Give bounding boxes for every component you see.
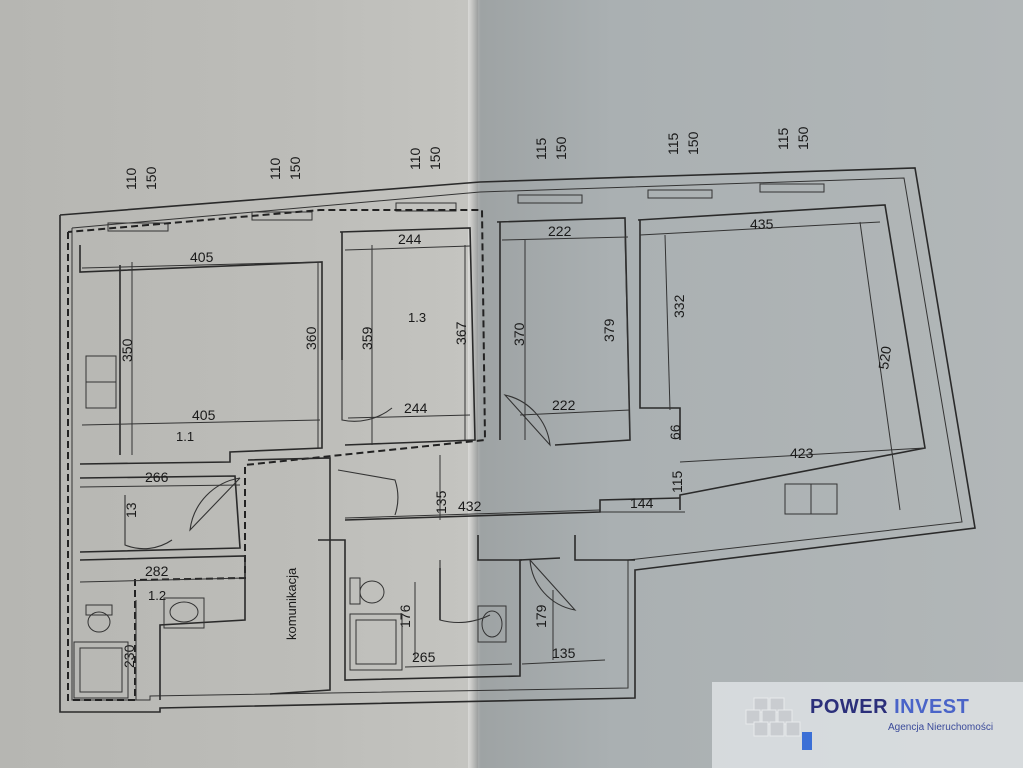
dim-66: 66 (667, 424, 683, 440)
room-label-corridor: komunikacja (284, 567, 299, 640)
dimension-lines (79, 221, 926, 700)
room-labels: 1.1 1.2 1.3 komunikacja (148, 310, 426, 640)
window-dim-5a: 115 (665, 132, 681, 155)
room-label-1-2: 1.2 (148, 588, 166, 603)
dim-135: 135 (433, 490, 449, 514)
dim-13: 13 (123, 502, 139, 518)
window-dim-2a: 110 (267, 157, 283, 180)
shower-icon (73, 641, 129, 699)
watermark: POWER INVEST Agencja Nieruchomości (712, 682, 1023, 768)
shower-icon-2 (349, 613, 403, 671)
dim-r13-left: 359 (359, 326, 375, 350)
window-dim-4b: 150 (553, 136, 569, 160)
dim-230: 230 (121, 644, 137, 668)
dim-r15-left: 332 (671, 294, 687, 318)
dim-115: 115 (669, 470, 685, 493)
door-swings (124, 360, 577, 624)
dim-r11-right: 360 (303, 326, 319, 350)
toilet-icon (85, 604, 113, 633)
brand-name-a: POWER (810, 696, 889, 718)
kitchen-stove-icon-2 (784, 483, 838, 515)
dim-r14-top: 222 (548, 223, 572, 239)
dim-176: 176 (397, 604, 413, 628)
dim-r13-top: 244 (398, 231, 422, 247)
window-dim-3a: 110 (407, 147, 423, 170)
window-dim-3b: 150 (427, 146, 443, 170)
room-label-1-3: 1.3 (408, 310, 426, 325)
dim-r13-right: 367 (453, 321, 469, 345)
window-dim-6a: 115 (775, 127, 791, 150)
dim-179: 179 (533, 604, 549, 628)
dim-r14-right: 379 (601, 318, 617, 342)
dim-432: 432 (458, 498, 482, 514)
dim-144: 144 (630, 495, 654, 511)
window-dim-4a: 115 (533, 137, 549, 160)
window-symbols (107, 183, 825, 232)
window-dimension-labels: 110 150 110 150 110 150 115 150 115 150 … (123, 126, 811, 190)
window-dim-5b: 150 (685, 131, 701, 155)
kitchen-stove-icon (85, 355, 117, 409)
dim-135b: 135 (552, 645, 576, 661)
brand-subtitle: Agencja Nieruchomości (888, 722, 994, 733)
dim-r13-bottom: 244 (404, 400, 428, 416)
room-dimension-labels: 405 350 360 405 244 359 367 244 222 370 … (119, 216, 894, 668)
window-dim-1b: 150 (143, 166, 159, 190)
sink-icon-2 (477, 605, 507, 643)
dim-r14-bottom: 222 (552, 397, 576, 413)
unit-boundary (67, 209, 487, 701)
sink-icon (163, 597, 205, 629)
dim-r15-diag: 520 (875, 345, 894, 371)
window-dim-2b: 150 (287, 156, 303, 180)
dim-266: 266 (145, 469, 169, 485)
room-label-1-1: 1.1 (176, 429, 194, 444)
toilet-icon-2 (349, 577, 385, 605)
cube-logo-icon (745, 697, 812, 750)
dim-r11-bottom: 405 (192, 407, 216, 423)
dim-r15-bottom: 423 (790, 445, 814, 461)
dim-265: 265 (412, 649, 436, 665)
brand-name-b: INVEST (894, 696, 970, 718)
window-dim-1a: 110 (123, 167, 139, 190)
dim-r14-left: 370 (511, 322, 527, 346)
dim-r15-top: 435 (750, 216, 774, 232)
window-dim-6b: 150 (795, 126, 811, 150)
brand-name: POWER INVEST (810, 696, 969, 719)
dim-282: 282 (145, 563, 169, 579)
dim-r11-left: 350 (119, 338, 135, 362)
dim-r11-top: 405 (190, 249, 214, 265)
